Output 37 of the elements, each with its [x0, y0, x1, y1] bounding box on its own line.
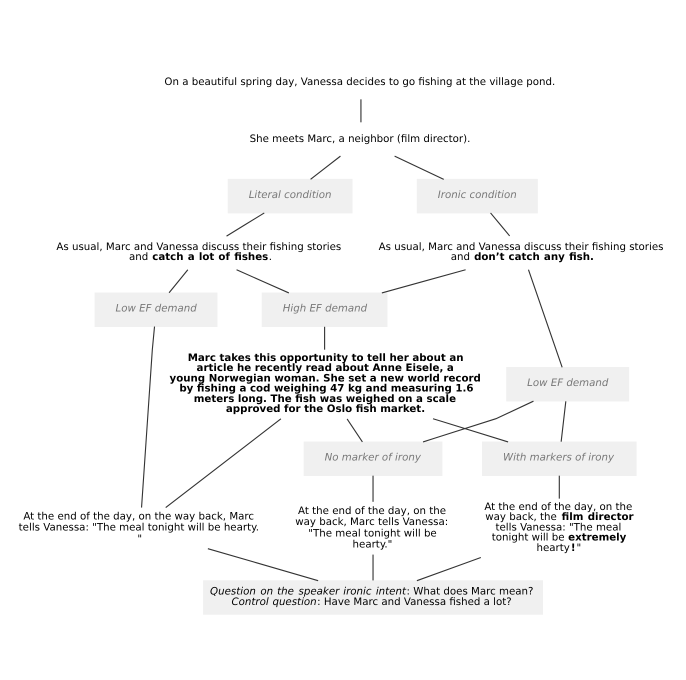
- connector: [310, 156, 341, 180]
- node-box: Low EF demand: [94, 292, 218, 327]
- connector: [528, 270, 563, 368]
- node-box: With markers of irony: [482, 442, 637, 476]
- connector: [140, 326, 156, 508]
- connector: [346, 418, 363, 442]
- connector: [168, 269, 188, 294]
- node-box: Low EF demand: [506, 367, 630, 402]
- connector: [360, 99, 362, 122]
- connector: [226, 212, 265, 237]
- node-text: At the end of the day, on the way back, Marc tells Vanessa: "The meal tonight will be hearty. ": [18, 510, 259, 545]
- connector: [394, 156, 444, 180]
- connector: [372, 554, 374, 580]
- node-box: Literal condition: [228, 178, 353, 214]
- connector: [236, 269, 290, 294]
- connector: [208, 548, 318, 582]
- node-text: She meets Marc, a neighbor (film director).: [250, 132, 470, 145]
- node-text: As usual, Marc and Vanessa discuss their fishing stories and catch a lot of fishes.: [56, 240, 342, 264]
- connector: [422, 400, 534, 442]
- connector: [558, 476, 560, 499]
- node-box: High EF demand: [262, 292, 388, 327]
- connector: [372, 476, 374, 502]
- connector: [490, 212, 510, 236]
- connector: [432, 418, 508, 442]
- node-box: Question on the speaker ironic intent: What does Marc mean? Control question: Have Marc and Vanessa fished a lot?: [203, 580, 543, 615]
- connector: [382, 269, 466, 294]
- node-text: At the end of the day, on the way back, the film director tells Vanessa: "The meal tonight will be extremely hearty!": [484, 500, 634, 554]
- connector: [324, 326, 326, 350]
- node-text: On a beautiful spring day, Vanessa decides to go fishing at the village pond.: [164, 76, 556, 88]
- node-text: As usual, Marc and Vanessa discuss their fishing stories and don’t catch any fish.: [378, 240, 664, 264]
- connector: [165, 418, 282, 508]
- connector: [416, 556, 482, 582]
- connector: [560, 401, 566, 442]
- node-text: Marc takes this opportunity to tell her about an article he recently read about Anne Eisele, a young Norwegian woman. She set a new world record by fishing a cod weighing 47 kg and measuring 1.6 meters long. The fish was weighed on a scale approved for the Oslo fish market.: [170, 352, 481, 415]
- node-text: At the end of the day, on the way back, Marc tells Vanessa: "The meal tonight will be hearty.": [295, 504, 448, 550]
- node-box: Ironic condition: [416, 178, 538, 214]
- node-box: No marker of irony: [304, 442, 442, 476]
